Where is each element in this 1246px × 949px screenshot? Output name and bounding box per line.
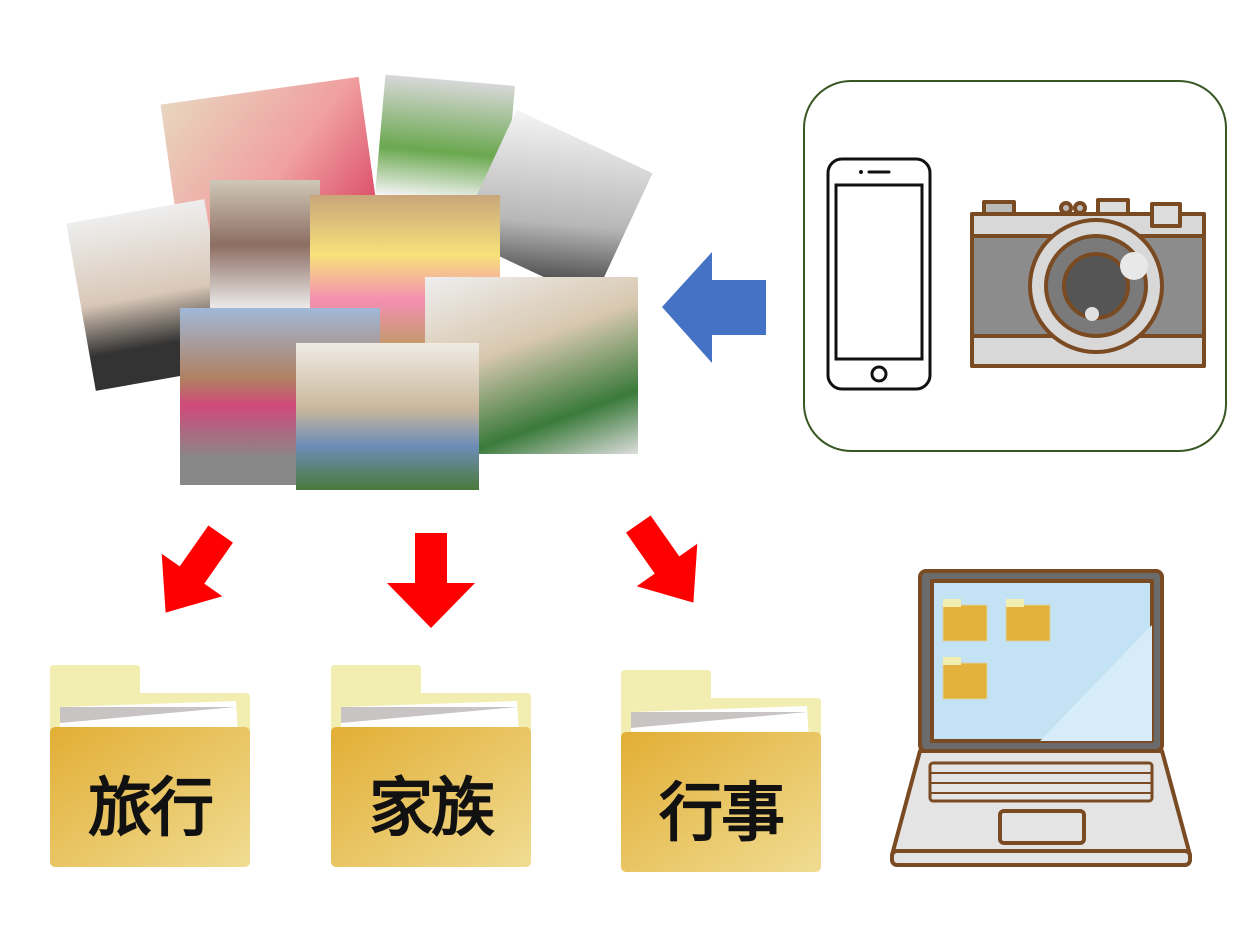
folder-label: 旅行 <box>88 772 214 846</box>
photo-group <box>296 343 479 490</box>
photo-collage <box>66 60 653 500</box>
folder-label: 行事 <box>659 777 785 851</box>
camera-icon <box>970 198 1206 368</box>
photo-woman-phone <box>210 180 320 310</box>
red-arrow-down-right-icon <box>626 515 698 603</box>
smartphone-icon <box>826 157 932 391</box>
folder-icon <box>621 670 821 872</box>
folder-family[interactable]: 家族 <box>331 665 531 867</box>
folder-icon <box>331 665 531 867</box>
folder-label: 家族 <box>369 772 495 846</box>
red-arrow-down-icon <box>387 533 475 628</box>
folder-icon <box>50 665 250 867</box>
laptop-icon <box>890 569 1192 867</box>
blue-arrow-left-icon <box>662 252 766 363</box>
folder-events[interactable]: 行事 <box>621 670 821 872</box>
folder-travel[interactable]: 旅行 <box>50 665 250 867</box>
device-box <box>803 80 1227 452</box>
red-arrow-down-left-icon <box>161 525 233 613</box>
